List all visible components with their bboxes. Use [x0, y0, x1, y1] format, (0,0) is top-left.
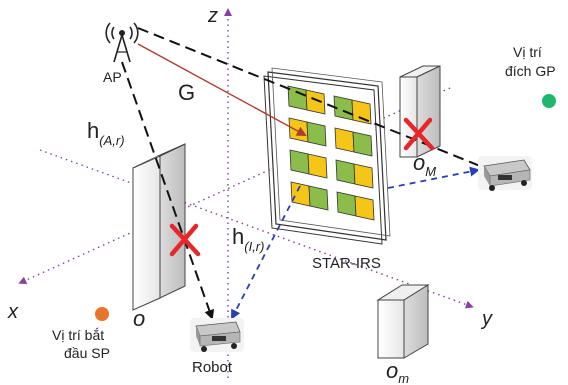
ap-label: AP: [103, 69, 122, 85]
irs-element: [289, 149, 310, 175]
h-ar-main: h: [87, 118, 99, 143]
irs-element: [351, 99, 372, 125]
irs-element: [307, 153, 328, 179]
cross-icon: [403, 117, 435, 151]
obstacle-m: om: [376, 284, 430, 385]
axis-y-label: y: [480, 308, 493, 330]
h-ir-label: h(I,r): [232, 224, 264, 254]
obstacle-o: o: [132, 143, 186, 331]
irs-element: [306, 121, 327, 147]
antenna-icon: [105, 22, 139, 63]
obstacle-om-main: o: [413, 150, 425, 175]
h-ir-sub: (I,r): [244, 239, 264, 254]
irs-element: [288, 117, 309, 143]
h-ir-main: h: [232, 224, 244, 249]
obstacle-m-sub: m: [398, 371, 409, 385]
irs-element: [334, 127, 355, 153]
axis-x-label: x: [7, 301, 19, 323]
star-irs-label: STAR-IRS: [312, 255, 381, 272]
star-irs-panel: STAR-IRS: [263, 67, 391, 272]
irs-element: [353, 163, 374, 189]
h-ar-sub: (A,r): [99, 133, 124, 148]
robot-label: Robot: [192, 359, 233, 376]
h-ar-label: h(A,r): [87, 118, 125, 148]
robot-icon: [190, 318, 244, 352]
goal-dot: [542, 94, 556, 108]
start-dot: [95, 307, 109, 321]
irs-element: [287, 85, 308, 111]
obstacle-om-sub: M: [425, 164, 436, 179]
obstacle-m-label: om: [386, 358, 409, 385]
irs-element: [290, 181, 311, 207]
irs-element: [336, 191, 357, 217]
goal-label-line2: đích GP: [505, 63, 556, 79]
axis-z-label: z: [207, 5, 218, 27]
irs-element: [354, 195, 375, 221]
cross-icon: [169, 223, 201, 257]
irs-element-grid: [287, 85, 375, 221]
start-label-line1: Vị trí bắt: [52, 327, 104, 343]
obstacle-om-label: oM: [413, 150, 436, 179]
ray-irs-to-start-robot: [231, 185, 301, 320]
start-label-line2: đầu SP: [64, 345, 110, 361]
irs-element: [352, 131, 373, 157]
irs-element: [308, 185, 329, 211]
obstacle-o-label: o: [133, 306, 145, 331]
goal-label-line1: Vị trí: [513, 44, 542, 60]
axis-y: [39, 149, 474, 309]
ray-ap-to-start-robot: [121, 61, 215, 320]
obstacle-m-main: o: [386, 358, 398, 383]
ray-irs-to-goal-robot: [387, 166, 480, 189]
g-label: G: [178, 80, 195, 105]
robot-icon: [478, 156, 532, 191]
irs-element: [335, 159, 356, 185]
irs-element: [305, 89, 326, 115]
ray-g-ap-to-irs: [137, 43, 307, 136]
